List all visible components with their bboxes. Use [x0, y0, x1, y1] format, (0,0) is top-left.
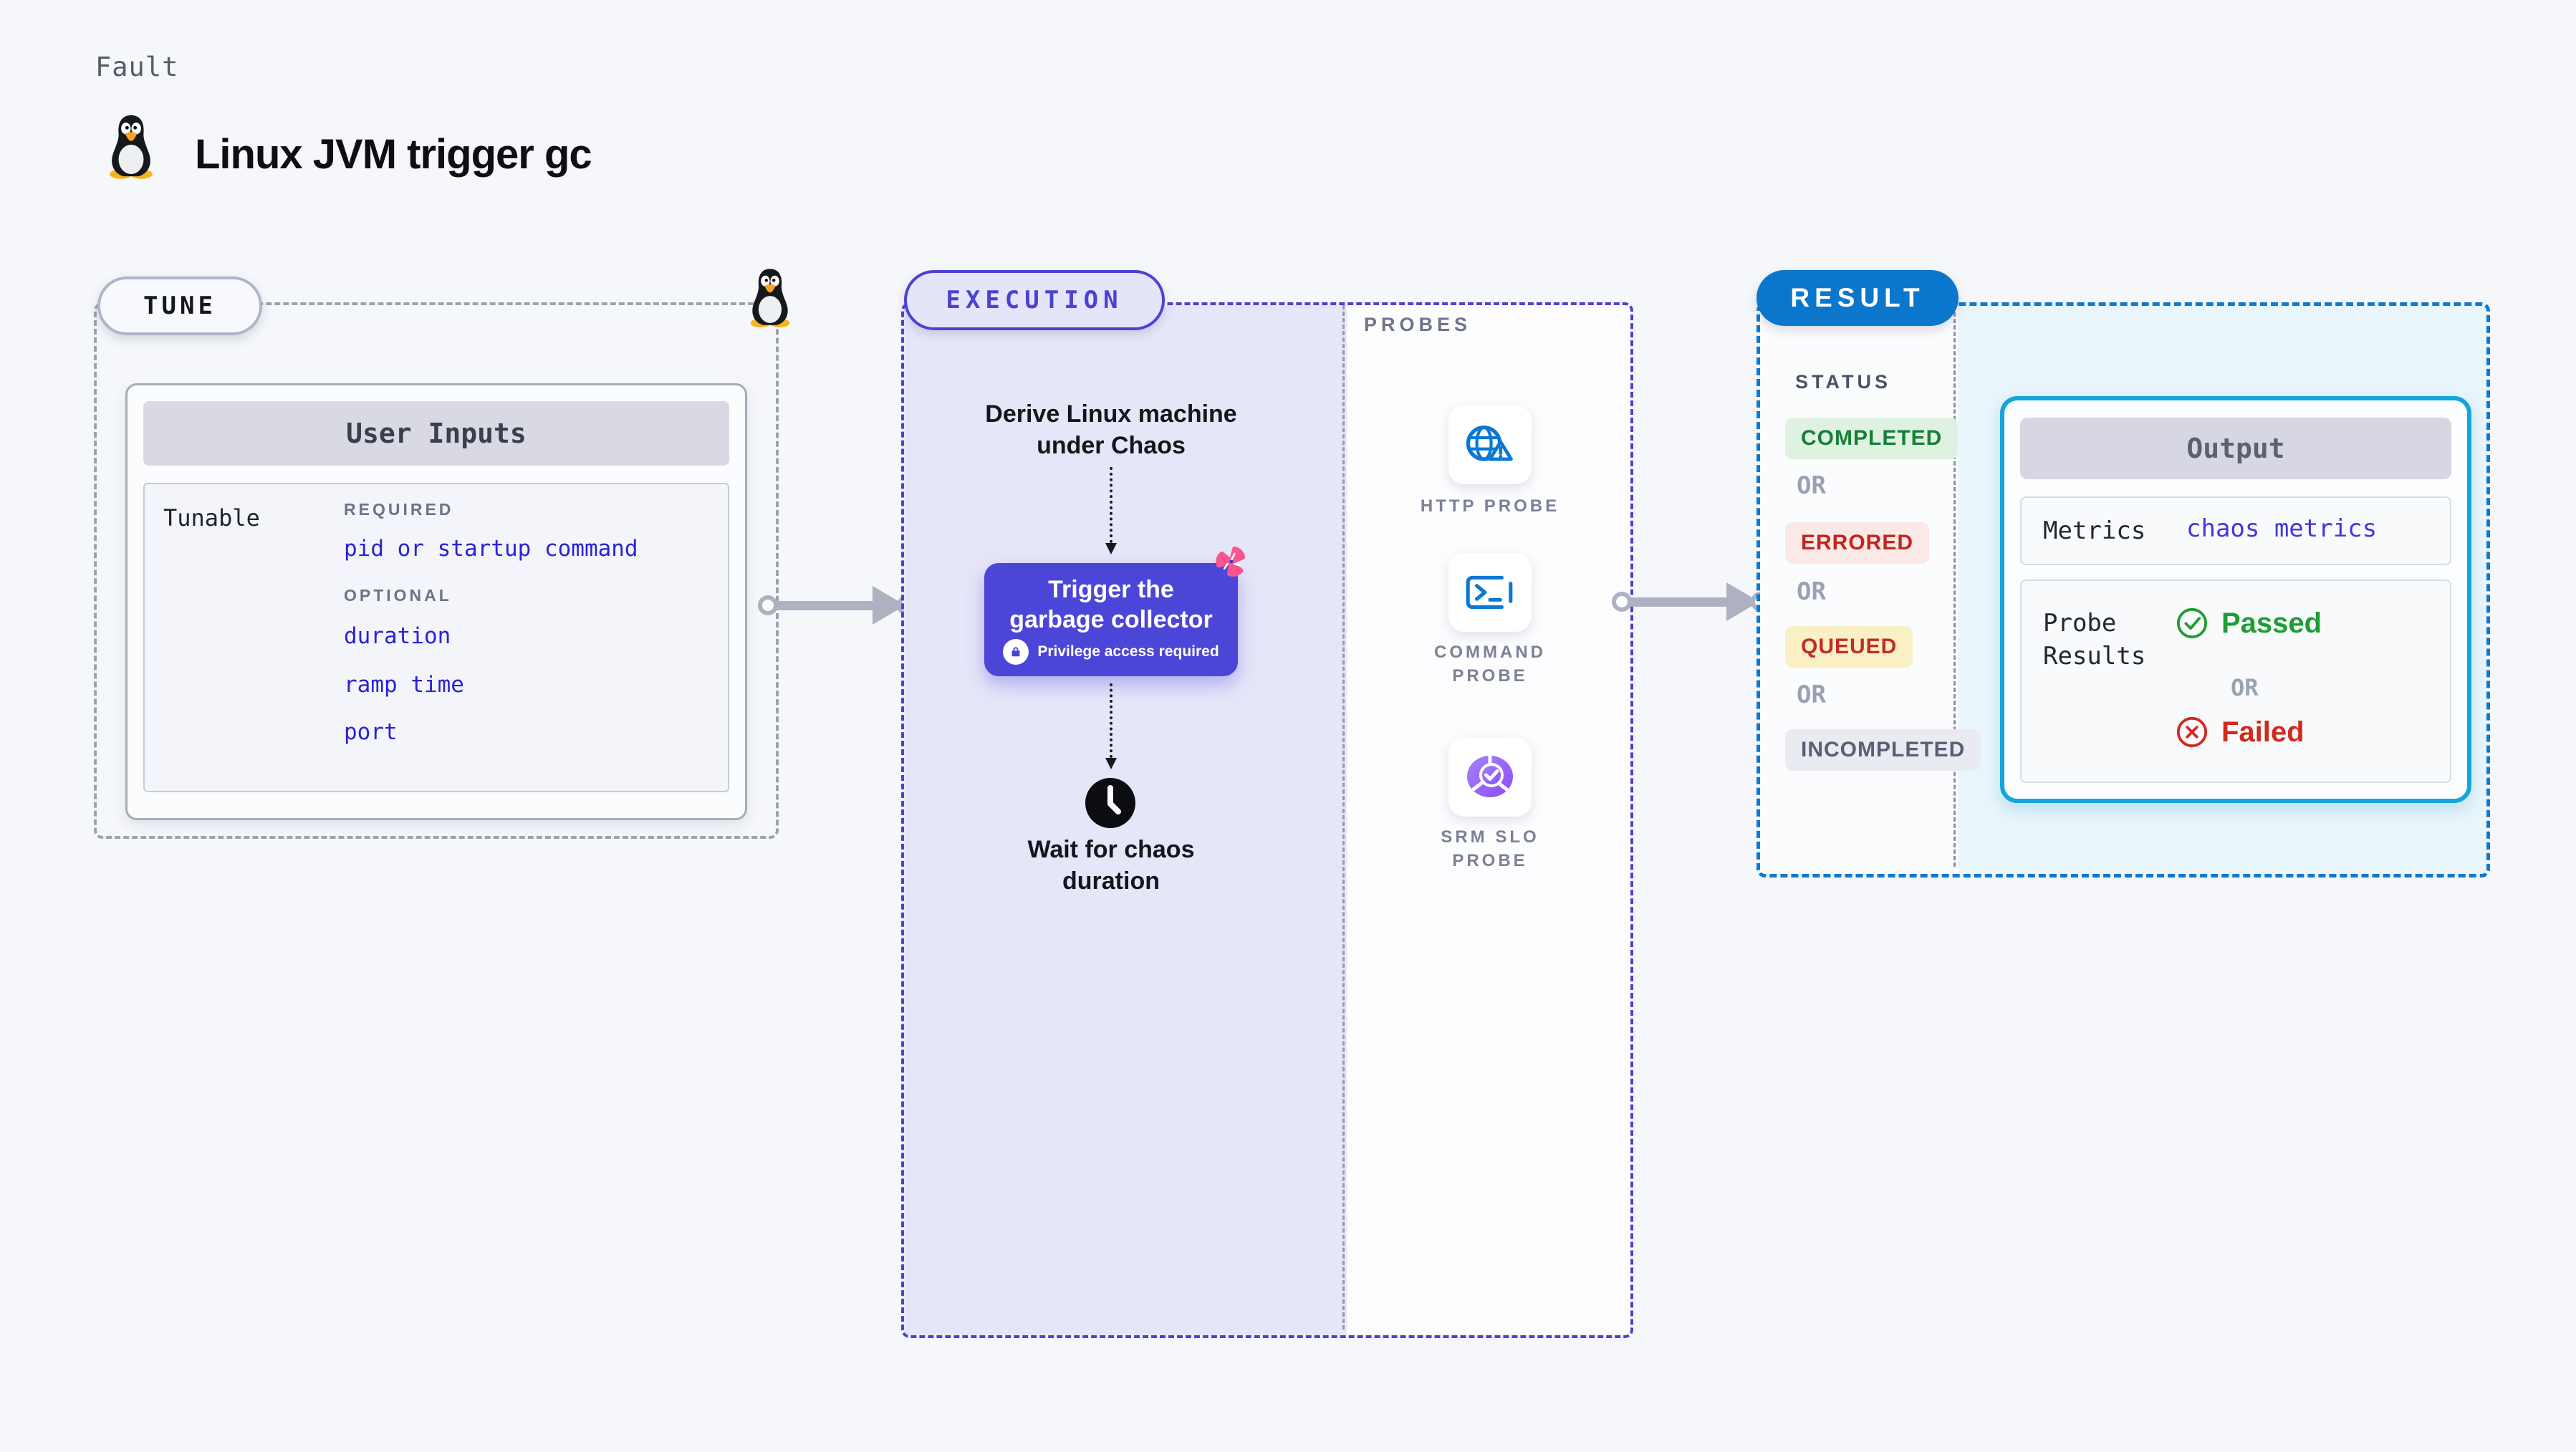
tunable-optional-item: duration [344, 623, 451, 649]
status-badge-incompleted: INCOMPLETED [1785, 729, 1981, 771]
srm-slo-probe-card[interactable] [1448, 738, 1532, 817]
output-header: Output [2020, 418, 2451, 479]
execution-pill-label: EXECUTION [946, 286, 1123, 314]
required-group-label: REQUIRED [344, 500, 454, 519]
result-pill-label: RESULT [1790, 283, 1925, 312]
status-output-divider [1953, 306, 1956, 867]
slo-donut-icon [1467, 756, 1513, 797]
tunable-optional-item: port [344, 719, 398, 745]
status-column-label: STATUS [1795, 371, 1891, 393]
probe-results-label: Probe Results [2043, 609, 2146, 670]
dotted-arrow-down-icon [1105, 683, 1117, 769]
arrow-right-icon [1612, 582, 1771, 621]
tune-pill-label: TUNE [143, 292, 216, 320]
trigger-gc-node[interactable]: Trigger the garbage collector Privilege … [984, 563, 1238, 676]
user-inputs-title: User Inputs [346, 418, 527, 449]
probe-label: HTTP PROBE [1420, 496, 1560, 516]
chaos-logo-icon [1216, 546, 1246, 577]
status-badge-errored: ERRORED [1785, 522, 1930, 564]
arrow-shaft [772, 601, 875, 610]
metrics-value: chaos metrics [2186, 514, 2378, 543]
globe-alert-icon [1466, 425, 1513, 461]
lock-icon [1003, 639, 1029, 665]
fault-kicker: Fault [95, 52, 179, 82]
wait-duration-text: Wait for chaos duration [1027, 836, 1195, 895]
result-pill: RESULT [1756, 270, 1959, 326]
metrics-label: Metrics [2043, 516, 2146, 545]
probe-label: COMMAND PROBE [1434, 643, 1546, 686]
tune-section-box [94, 302, 779, 839]
execution-probes-divider [1342, 305, 1345, 1330]
tux-penguin-icon [750, 269, 790, 328]
terminal-icon [1466, 575, 1513, 610]
arrow-right-icon [758, 586, 917, 625]
check-circle-icon [2176, 607, 2208, 639]
page-title: Linux JVM trigger gc [195, 131, 592, 178]
x-circle-icon [2176, 716, 2208, 748]
command-probe-card[interactable] [1448, 553, 1532, 632]
privilege-badge: Privilege access required [984, 639, 1238, 665]
user-inputs-card: User Inputs Tunable REQUIRED pid or star… [125, 383, 747, 820]
connector-dot [758, 595, 778, 615]
clock-icon [1085, 778, 1135, 828]
tux-penguin-icon [110, 115, 153, 179]
probes-section-label: PROBES [1364, 314, 1472, 335]
arrow-shaft [1626, 597, 1729, 607]
tune-pill: TUNE [97, 277, 262, 335]
privilege-badge-label: Privilege access required [1037, 643, 1219, 660]
or-separator: OR [1797, 471, 1826, 500]
or-separator: OR [1797, 577, 1826, 606]
or-separator: OR [1797, 681, 1826, 709]
execution-pill: EXECUTION [904, 270, 1165, 330]
passed-result: Passed [2176, 607, 2322, 640]
status-badge-completed: COMPLETED [1785, 418, 1959, 459]
connector-dot [1612, 592, 1632, 612]
output-title: Output [2186, 433, 2285, 464]
status-panel [1760, 306, 1959, 874]
trigger-gc-title: Trigger the garbage collector [1009, 576, 1213, 633]
optional-group-label: OPTIONAL [344, 586, 452, 605]
passed-label: Passed [2221, 607, 2322, 639]
user-inputs-body: Tunable REQUIRED pid or startup command … [143, 483, 729, 792]
user-inputs-header: User Inputs [143, 401, 729, 466]
probe-label: SRM SLO PROBE [1441, 827, 1539, 870]
or-separator: OR [2231, 674, 2259, 701]
tunable-optional-item: ramp time [344, 672, 464, 698]
status-badge-queued: QUEUED [1785, 626, 1913, 668]
failed-result: Failed [2176, 716, 2305, 749]
output-card: Output Metrics chaos metrics Probe Resul… [2000, 396, 2471, 803]
metrics-row: Metrics chaos metrics [2020, 496, 2451, 565]
tunable-row-label: Tunable [163, 504, 260, 532]
failed-label: Failed [2221, 716, 2305, 748]
http-probe-card[interactable] [1448, 405, 1532, 484]
dotted-arrow-down-icon [1105, 467, 1117, 554]
tunable-required-item: pid or startup command [344, 536, 638, 562]
probe-results-row: Probe Results Passed OR Failed [2020, 580, 2451, 783]
derive-machine-text: Derive Linux machine under Chaos [985, 400, 1237, 459]
